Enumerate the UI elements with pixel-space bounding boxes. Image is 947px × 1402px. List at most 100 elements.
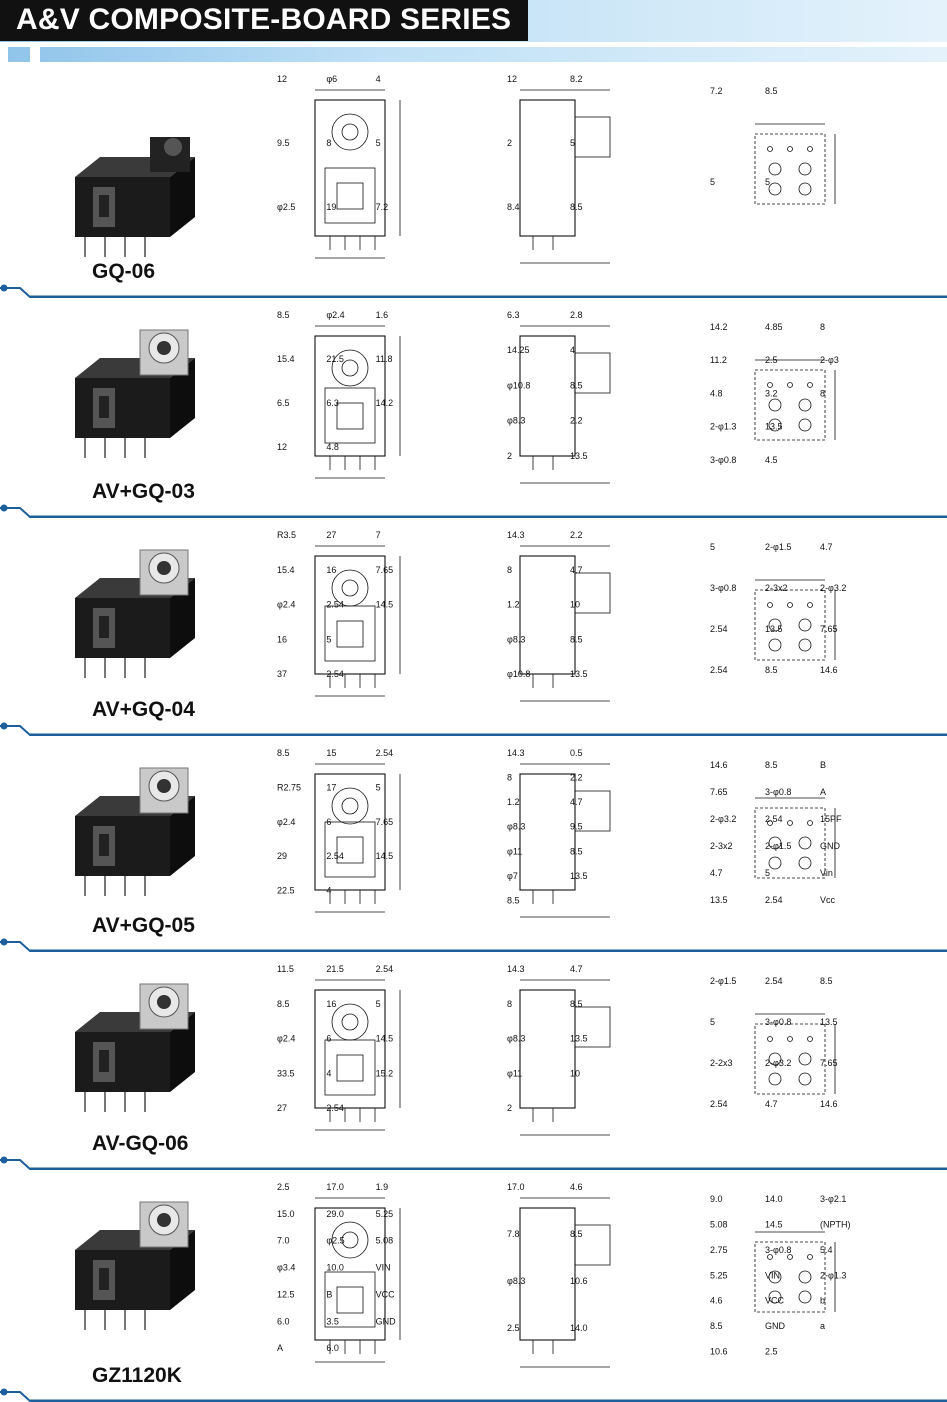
dimension-label: 15.4	[277, 354, 295, 364]
dimension-label: R2.75	[277, 782, 301, 792]
product-photo	[75, 137, 195, 257]
dimension-label: 27	[277, 1103, 287, 1113]
dimension-label: 13.5	[710, 895, 728, 905]
dimension-label: 37	[277, 669, 287, 679]
dimension-label: 2.54	[376, 748, 394, 758]
dimension-label: 8.5	[765, 86, 778, 96]
dimension-label: 7.0	[277, 1236, 290, 1246]
dimension-label: VCC	[376, 1289, 396, 1299]
dimension-label: 33.5	[277, 1068, 295, 1078]
banner-stripe	[30, 47, 40, 62]
dimension-label: φ8.3	[507, 416, 525, 426]
dimension-label: 5	[765, 868, 770, 878]
dimension-label: 2-φ3	[820, 355, 839, 365]
dimension-label: 2.2	[570, 773, 583, 783]
model-name: AV+GQ-03	[92, 480, 195, 503]
dimension-label: 27	[326, 530, 336, 540]
dimension-label: 10	[570, 1068, 580, 1078]
dimension-label: B	[820, 760, 826, 770]
dimension-label: 19	[326, 202, 336, 212]
dimension-label: 2.54	[376, 964, 394, 974]
dimension-label: 3-φ0.8	[765, 787, 791, 797]
dimension-label: 2-φ1.3	[820, 1270, 846, 1280]
dimension-label: 2.8	[570, 310, 583, 320]
dimension-label: 2-φ3.2	[765, 1058, 791, 1068]
dimension-label: 14.0	[570, 1323, 588, 1333]
dimension-label: 8.5	[710, 1321, 723, 1331]
dimension-label: 5	[710, 542, 715, 552]
dimension-label: 14.0	[765, 1194, 783, 1204]
dimension-label: 11.2	[710, 355, 727, 365]
dimension-label: 2	[507, 138, 512, 148]
dimension-label: φ8.3	[507, 822, 525, 832]
dimension-label: 4.7	[765, 1099, 778, 1109]
dimension-label: 2.54	[326, 669, 344, 679]
dimension-label: 8.5	[570, 202, 583, 212]
dimension-label: A	[277, 1343, 283, 1353]
dimension-label: 14.3	[507, 964, 525, 974]
dimension-label: 13.5	[765, 422, 783, 432]
dimension-label: 3.2	[765, 388, 778, 398]
pcb-layout-drawing: 14.211.24.82-φ1.33-φ0.84.852.53.213.54.5…	[710, 322, 839, 465]
dimension-label: 14.6	[710, 760, 728, 770]
dimension-label: 8	[820, 388, 825, 398]
dimension-label: 6.3	[507, 310, 520, 320]
dimension-label: 2-φ1.5	[710, 976, 736, 986]
dimension-label: Vin	[820, 868, 833, 878]
dimension-label: 5.08	[376, 1236, 394, 1246]
pcb-layout-drawing: 7.258.55	[710, 86, 836, 205]
banner-stripe	[0, 47, 8, 62]
dimension-label: B	[326, 1289, 332, 1299]
dimension-label: 6	[326, 817, 331, 827]
dimension-label: 12	[277, 74, 287, 84]
dimension-label: 6.0	[277, 1316, 290, 1326]
dimension-label: 8	[326, 138, 331, 148]
dimension-label: 2.54	[710, 1099, 728, 1109]
dimension-label: 7.8	[507, 1229, 520, 1239]
page-title: A&V COMPOSITE-BOARD SERIES	[16, 3, 512, 36]
dimension-label: 14.5	[376, 851, 394, 861]
dimension-label: 4.7	[570, 797, 583, 807]
dimension-label: 15PF	[820, 814, 842, 824]
pcb-layout-drawing: 14.67.652-φ3.22-3x24.713.58.53-φ0.82.542…	[710, 760, 842, 905]
dimension-label: φ2.5	[326, 1236, 344, 1246]
dimension-label: 8.5	[765, 665, 778, 675]
dimension-label: 13.5	[570, 669, 588, 679]
dimension-label: 6.3	[326, 398, 339, 408]
dimension-label: 2.5	[507, 1323, 520, 1333]
dimension-label: 2.2	[570, 530, 583, 540]
dimension-label: 13.5	[570, 451, 588, 461]
dimension-label: 4.8	[326, 442, 339, 452]
dimension-label: 1.6	[376, 310, 389, 320]
dimension-label: VCC	[765, 1296, 785, 1306]
dimension-label: 13.5	[765, 624, 783, 634]
dimension-label: 4.7	[570, 964, 583, 974]
dimension-label: 14.3	[507, 748, 525, 758]
dimension-label: 8.2	[570, 74, 583, 84]
row-separator	[0, 1388, 947, 1402]
dimension-label: R3.5	[277, 530, 296, 540]
dimension-label: 2	[507, 451, 512, 461]
dimension-label: 1.2	[507, 797, 520, 807]
dimension-label: 2-3x2	[710, 841, 733, 851]
dimension-label: 21.5	[326, 964, 344, 974]
dimension-label: φ2.4	[277, 1034, 295, 1044]
dimension-label: 4.5	[765, 455, 778, 465]
dimension-label: 3-φ2.1	[820, 1194, 846, 1204]
dimension-label: 8.5	[570, 634, 583, 644]
dimension-label: 5	[570, 138, 575, 148]
dimension-label: 15.2	[376, 1068, 394, 1078]
dimension-label: 9.5	[570, 822, 583, 832]
product-photo	[75, 1201, 195, 1330]
dimension-label: 10.6	[570, 1276, 588, 1286]
dimension-label: GND	[765, 1321, 786, 1331]
dimension-label: 5	[376, 782, 381, 792]
